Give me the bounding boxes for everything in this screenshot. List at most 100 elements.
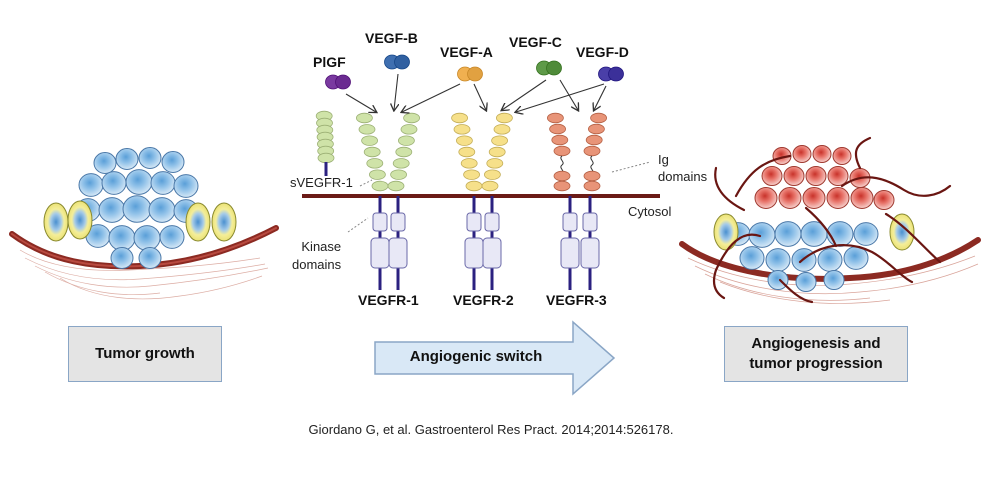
ligand-vegf-b-label: VEGF-B <box>365 30 418 46</box>
ig-domain <box>387 180 405 192</box>
tumor-cell <box>108 225 136 251</box>
vegf-b-dimer <box>384 54 410 70</box>
right-capillary-mesh <box>687 255 979 304</box>
vegf-c-dimer <box>536 60 562 76</box>
ig-domain <box>455 135 473 146</box>
kinase-domain <box>580 196 600 290</box>
vegfr3-ig-chain-right <box>583 112 607 192</box>
ig-domains-label: Ig domains <box>658 152 708 184</box>
tumor-cell <box>823 270 845 290</box>
tumor-cell <box>110 247 134 269</box>
citation: Giordano G, et al. Gastroenterol Res Pra… <box>308 422 674 437</box>
ig-domain <box>366 158 384 169</box>
tumor-cell <box>843 246 869 270</box>
ligand-vegf-c-label: VEGF-C <box>509 34 562 50</box>
ig-domain <box>463 169 481 180</box>
tumor-cell <box>767 270 789 290</box>
tumor-cell <box>115 148 139 170</box>
tumor-cell <box>98 197 126 223</box>
ig-domain <box>451 112 469 124</box>
svegfr1-label: sVEGFR-1 <box>290 175 353 190</box>
kinase-domain <box>560 196 580 290</box>
angiogenic-tumor-cell <box>805 166 827 186</box>
vegfr3-ig-chain-left <box>547 112 571 192</box>
ligand-pigf-label: PlGF <box>313 54 346 70</box>
ig-domain <box>465 180 483 192</box>
vegfr2-ig-chain-right <box>481 112 513 192</box>
angiogenic-tumor-cell <box>812 144 832 164</box>
angiogenic-switch-label: Angiogenic switch <box>409 348 543 365</box>
tumor-cell <box>765 248 791 272</box>
ig-domain <box>397 135 415 146</box>
ig-domain <box>400 124 418 135</box>
pericyte-cell <box>889 213 915 251</box>
ig-domain <box>553 170 571 182</box>
pericyte-cell <box>211 202 237 242</box>
ig-domain <box>590 112 607 124</box>
vegfr2-ig-chain-left <box>451 112 483 192</box>
angiogenic-tumor-cell <box>778 187 802 209</box>
ig-domain <box>585 134 603 146</box>
tumor-cell <box>161 151 185 173</box>
tumor-cell <box>817 248 843 272</box>
ig-domain <box>549 123 566 135</box>
tumor-growth-illustration <box>9 147 279 300</box>
right-tumor-vasculature <box>713 136 952 304</box>
angiogenic-tumor-cell <box>802 187 826 209</box>
vegf-d-dimer <box>598 66 624 82</box>
ig-domain <box>363 146 381 158</box>
svegfr1-receptor <box>315 110 335 176</box>
tumor-cell <box>78 173 104 197</box>
tumor-cell <box>173 174 199 198</box>
tumor-cell <box>138 147 162 169</box>
ig-domain <box>358 124 376 135</box>
ligand-vegf-d-label: VEGF-D <box>576 44 629 60</box>
ig-domain <box>390 169 408 180</box>
angiogenic-switch-arrow <box>374 320 616 396</box>
ig-domain <box>460 158 478 169</box>
tumor-cell <box>138 247 162 269</box>
ig-domain <box>483 169 501 180</box>
ig-domain <box>403 112 421 124</box>
tumor-cell <box>93 152 117 174</box>
angiogenic-tumor-cell <box>754 187 778 209</box>
angiogenic-tumor-cell <box>832 146 852 166</box>
vegfr1-label: VEGFR-1 <box>358 292 419 308</box>
right-blood-vessel <box>679 237 981 282</box>
svegfr1-ig-chain <box>315 110 335 164</box>
ig-domain <box>493 124 511 135</box>
kinase-domain <box>388 196 408 290</box>
ig-domain <box>371 180 389 192</box>
ig-domain <box>453 124 471 135</box>
angiogenic-tumor-cell <box>850 187 874 209</box>
angiogenic-tumor-cell <box>783 166 805 186</box>
kinase-domain <box>370 196 390 290</box>
ligand-vegf-a-label: VEGF-A <box>440 44 493 60</box>
ig-domain <box>583 170 601 182</box>
tumor-cell <box>133 225 161 251</box>
vegf-a-dimer <box>457 66 483 82</box>
tumor-cell <box>159 225 185 249</box>
ig-domain <box>588 123 605 135</box>
pericyte-cell <box>67 200 93 240</box>
pericyte-cell <box>713 213 739 251</box>
ig-domain <box>481 180 499 192</box>
pericyte-cell <box>43 202 69 242</box>
angiogenic-tumor-cell <box>873 190 895 210</box>
ig-domain <box>368 169 386 180</box>
ig-domain <box>395 146 413 158</box>
tumor-growth-box: Tumor growth <box>68 326 222 382</box>
vegfr1-receptor <box>355 112 421 290</box>
kinase-domain <box>464 196 484 290</box>
vegfr1-ig-chain-right <box>387 112 421 192</box>
ig-domain <box>551 134 569 146</box>
ig-domain <box>553 180 571 192</box>
ig-domain <box>458 146 476 158</box>
tumor-cell <box>101 171 127 195</box>
ig-domain <box>488 146 506 158</box>
tumor-cell <box>148 197 176 223</box>
vegfr2-receptor <box>451 112 513 290</box>
ig-domain <box>495 112 513 124</box>
